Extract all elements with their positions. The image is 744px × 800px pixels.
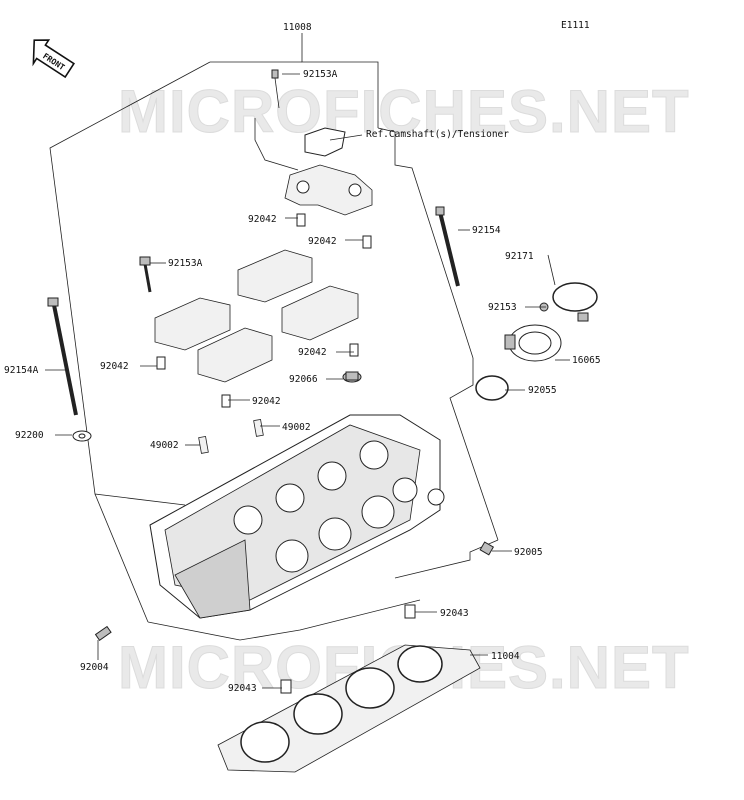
clamp-92171 [552,282,598,322]
callout-11004: 11004 [491,651,520,662]
reference-note: Ref.Camshaft(s)/Tensioner [366,129,509,140]
watermark-top: MICROFICHES.NET [118,78,690,145]
callout-11008: 11008 [283,22,312,33]
callout-92005: 92005 [514,547,543,558]
cam-caps [154,249,359,383]
watermark-bottom: MICROFICHES.NET [118,634,690,701]
plug-92005 [479,541,495,556]
callout-92154: 92154 [472,225,501,236]
callout-92042-d: 92042 [298,347,327,358]
callout-49002-right: 49002 [282,422,311,433]
callout-49002-left: 49002 [150,440,179,451]
plug-92004 [94,625,112,641]
callout-92153: 92153 [488,302,517,313]
head-bolts [47,206,460,416]
leader-lines [45,134,570,689]
callout-92055: 92055 [528,385,557,396]
callout-92043-right: 92043 [440,608,469,619]
oring-92055 [475,375,509,401]
callout-92171: 92171 [505,251,534,262]
dowel-pins [156,213,372,408]
callout-92153A-left: 92153A [168,258,203,269]
cam-holder-top [284,127,373,216]
callout-labels: 11008 92153A Ref.Camshaft(s)/Tensioner 9… [4,22,601,694]
callout-92043-bottom: 92043 [228,683,257,694]
cylinder-head [149,414,445,619]
callout-92042-e: 92042 [252,396,281,407]
callout-92042-c: 92042 [100,361,129,372]
callout-16065: 16065 [572,355,601,366]
callout-92153A-top: 92153A [303,69,338,80]
front-arrow-icon: FRONT [32,39,76,79]
callout-92004: 92004 [80,662,109,673]
callout-92042-b: 92042 [308,236,337,247]
bolt-92153A-top [271,69,300,109]
callout-92154A: 92154A [4,365,39,376]
dowel-92043-right [404,604,416,619]
diagram-code: E1111 [561,20,590,31]
head-gasket-11004 [217,644,481,773]
dowel-92043-bottom [280,679,292,694]
guide-49002-right [253,418,264,437]
callout-92042-a: 92042 [248,214,277,225]
guide-49002-left [198,435,209,454]
callout-92066: 92066 [289,374,318,385]
holder-16065 [504,324,562,362]
plug-92066 [342,371,362,383]
callout-92200: 92200 [15,430,44,441]
